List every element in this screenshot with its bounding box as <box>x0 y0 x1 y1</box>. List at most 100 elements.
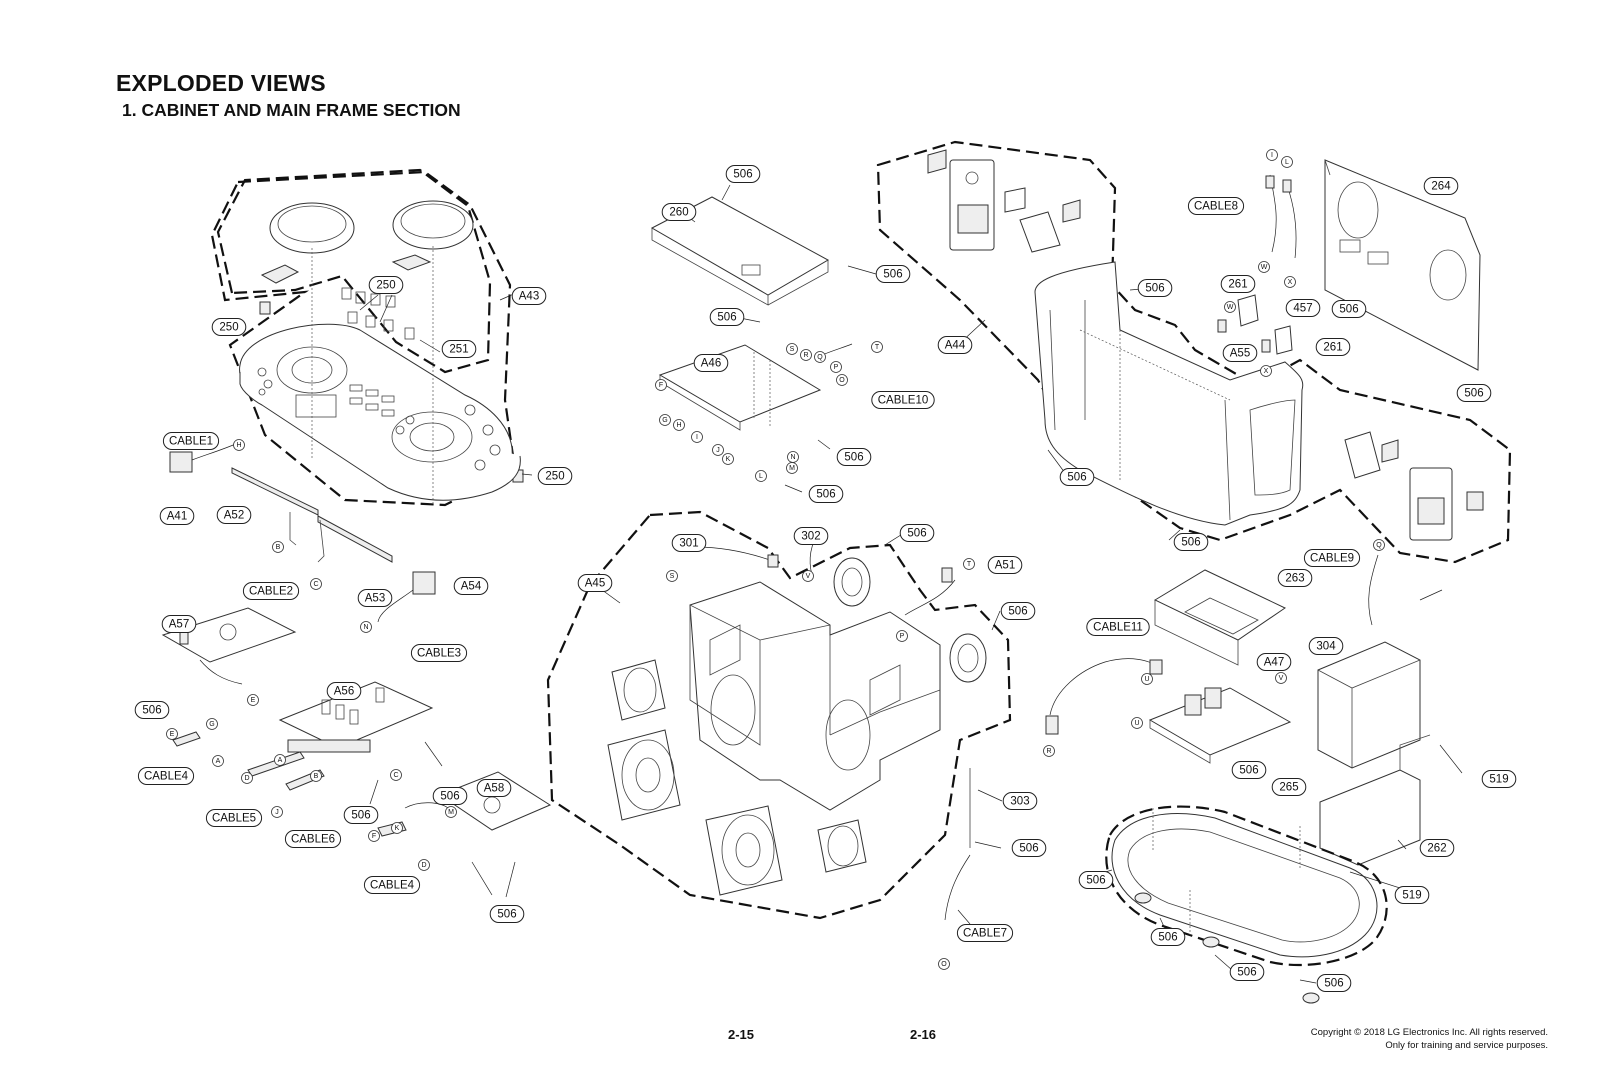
svg-text:261: 261 <box>1323 342 1342 354</box>
callout-506-63: 506 <box>1150 928 1186 946</box>
svg-text:506: 506 <box>1464 388 1483 400</box>
svg-text:CABLE7: CABLE7 <box>963 928 1007 940</box>
callout-506-22: 506 <box>489 905 525 923</box>
svg-text:506: 506 <box>351 810 370 822</box>
connector-r-38: R <box>1043 745 1055 757</box>
part-a54 <box>412 571 436 595</box>
connector-u-37: U <box>1131 717 1143 729</box>
callout-260-24: 260 <box>661 203 697 221</box>
svg-text:519: 519 <box>1489 774 1508 786</box>
connector-o-39: O <box>938 958 950 970</box>
svg-text:E: E <box>170 731 175 738</box>
leader-lines <box>359 184 1463 984</box>
callout-cable9-52: CABLE9 <box>1303 549 1361 567</box>
rear-panel-264 <box>1324 159 1481 371</box>
callout-506-57: 506 <box>1231 761 1267 779</box>
svg-text:506: 506 <box>1339 304 1358 316</box>
connector-n-25: N <box>787 451 799 463</box>
callout-a53-9: A53 <box>357 589 393 607</box>
connector-k-22: K <box>722 453 734 465</box>
svg-text:L: L <box>1285 159 1289 166</box>
svg-text:K: K <box>395 825 400 832</box>
svg-text:250: 250 <box>376 280 395 292</box>
svg-text:265: 265 <box>1279 782 1298 794</box>
connector-g-5: G <box>206 718 218 730</box>
connector-g-18: G <box>659 414 671 426</box>
base-265 <box>1111 813 1378 958</box>
svg-text:I: I <box>1271 152 1273 159</box>
connector-w-44: W <box>1224 301 1236 313</box>
callout-519-62: 519 <box>1394 886 1430 904</box>
callout-506-13: 506 <box>134 701 170 719</box>
copyright-notice: Copyright © 2018 LG Electronics Inc. All… <box>1311 1026 1548 1052</box>
callout-506-18: 506 <box>432 787 468 805</box>
svg-text:CABLE6: CABLE6 <box>291 834 335 846</box>
svg-text:S: S <box>670 573 675 580</box>
connector-d-16: D <box>418 859 430 871</box>
connector-b-1: B <box>272 541 284 553</box>
tweeter-2 <box>949 633 987 683</box>
svg-text:H: H <box>236 442 241 449</box>
connector-d-11: D <box>241 772 253 784</box>
connector-a-7: A <box>212 755 224 767</box>
svg-text:506: 506 <box>1181 537 1200 549</box>
callout-a54-10: A54 <box>453 577 489 595</box>
jog-disc-right <box>392 200 474 250</box>
svg-text:506: 506 <box>1019 843 1038 855</box>
callout-506-49: 506 <box>1456 384 1492 402</box>
section-subtitle: 1. CABINET AND MAIN FRAME SECTION <box>122 100 461 120</box>
svg-text:CABLE10: CABLE10 <box>878 395 929 407</box>
callout-506-29: 506 <box>836 448 872 466</box>
svg-text:457: 457 <box>1293 303 1312 315</box>
connector-n-3: N <box>360 621 372 633</box>
page-number-left: 2-15 <box>728 1027 755 1042</box>
svg-text:Q: Q <box>1376 542 1382 549</box>
callout-506-50: 506 <box>1059 468 1095 486</box>
speaker-cone-2 <box>607 729 681 821</box>
svg-text:W: W <box>1227 304 1234 311</box>
speaker-cone-4 <box>817 819 867 873</box>
svg-text:F: F <box>372 833 376 840</box>
tweeter-1 <box>833 557 871 607</box>
svg-text:L: L <box>759 473 763 480</box>
svg-text:506: 506 <box>844 452 863 464</box>
callout-457-45: 457 <box>1285 299 1321 317</box>
svg-text:O: O <box>941 961 947 968</box>
board-a57 <box>161 607 297 663</box>
page-number-right: 2-16 <box>910 1027 937 1042</box>
group-a43-outline <box>210 170 517 507</box>
svg-text:A45: A45 <box>585 578 605 590</box>
svg-text:A53: A53 <box>365 593 385 605</box>
svg-text:A43: A43 <box>519 291 539 303</box>
svg-text:T: T <box>875 344 880 351</box>
svg-text:H: H <box>676 422 681 429</box>
page-title: EXPLODED VIEWS <box>116 70 326 96</box>
svg-text:I: I <box>696 434 698 441</box>
part-a41 <box>169 451 193 473</box>
svg-text:506: 506 <box>733 169 752 181</box>
connector-s-30: S <box>786 343 798 355</box>
svg-text:303: 303 <box>1010 796 1029 808</box>
connector-s-32: S <box>666 570 678 582</box>
connector-e-6: E <box>166 728 178 740</box>
svg-text:D: D <box>244 775 249 782</box>
connector-q-28: Q <box>814 351 826 363</box>
svg-text:T: T <box>967 561 972 568</box>
connector-t-31: T <box>871 341 883 353</box>
svg-text:506: 506 <box>883 269 902 281</box>
svg-text:CABLE2: CABLE2 <box>249 586 293 598</box>
svg-text:CABLE4: CABLE4 <box>144 771 189 783</box>
svg-text:K: K <box>726 456 731 463</box>
connector-a-8: A <box>274 754 286 766</box>
svg-text:CABLE4: CABLE4 <box>370 880 415 892</box>
callout-263-53: 263 <box>1277 569 1313 587</box>
svg-text:U: U <box>1134 720 1139 727</box>
callout-a57-12: A57 <box>161 615 197 633</box>
svg-text:A: A <box>278 757 283 764</box>
connector-c-10: C <box>390 769 402 781</box>
callout-519-58: 519 <box>1481 770 1517 788</box>
connector-m-14: M <box>445 806 457 818</box>
svg-text:506: 506 <box>816 489 835 501</box>
